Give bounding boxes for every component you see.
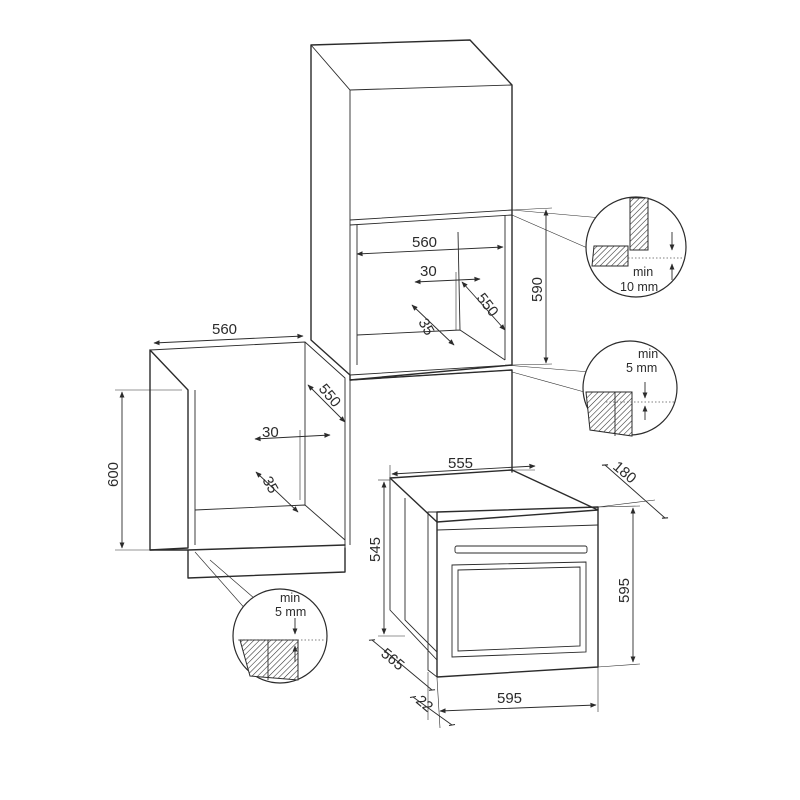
clearance-right-line2: 5 mm <box>626 361 657 375</box>
clearance-callout-right: min 5 mm <box>504 340 678 437</box>
body-width-label: 555 <box>448 455 473 472</box>
clearance-top-line1: min <box>633 265 653 279</box>
base-rear-gap-label: 30 <box>262 424 279 441</box>
base-cabinet-outline <box>149 349 189 551</box>
column-unit: 560 30 35 550 590 <box>310 39 553 545</box>
base-width-label: 560 <box>212 321 237 338</box>
body-height-label: 545 <box>367 537 384 562</box>
oven-window <box>451 561 587 658</box>
clearance-callout-bottom: min 5 mm <box>194 551 328 684</box>
body-depth-label: 565 <box>377 645 407 674</box>
base-height-label: 600 <box>105 462 122 487</box>
oven-body-top <box>389 469 599 523</box>
column-depth-label: 550 <box>473 290 502 320</box>
front-width-label: 595 <box>497 690 522 707</box>
clearance-top-line2: 10 mm <box>620 280 658 294</box>
rear-depth-label: 180 <box>609 458 639 487</box>
oven-front-panel <box>436 506 599 678</box>
clearance-bottom-line2: 5 mm <box>275 605 306 619</box>
column-width-label: 560 <box>412 234 437 251</box>
oven-door-handle <box>454 545 588 554</box>
front-height-label: 595 <box>616 578 633 603</box>
clearance-callout-top: min 10 mm <box>511 196 687 298</box>
base-depth-label: 550 <box>315 381 344 411</box>
column-height-label: 590 <box>529 277 546 302</box>
column-lower-housing <box>349 369 513 473</box>
base-rear-offset-label: 35 <box>259 474 282 497</box>
oven-appliance: 555 545 565 22 595 595 180 <box>367 455 669 729</box>
base-unit: 560 600 550 30 35 <box>105 321 346 579</box>
clearance-right-line1: min <box>638 347 658 361</box>
column-cabinet-outline <box>310 39 513 381</box>
column-rear-offset-label: 35 <box>415 316 438 339</box>
base-plinth <box>149 544 346 579</box>
front-thickness-label: 22 <box>412 692 436 716</box>
clearance-bottom-line1: min <box>280 591 300 605</box>
column-rear-gap-label: 30 <box>420 263 437 280</box>
